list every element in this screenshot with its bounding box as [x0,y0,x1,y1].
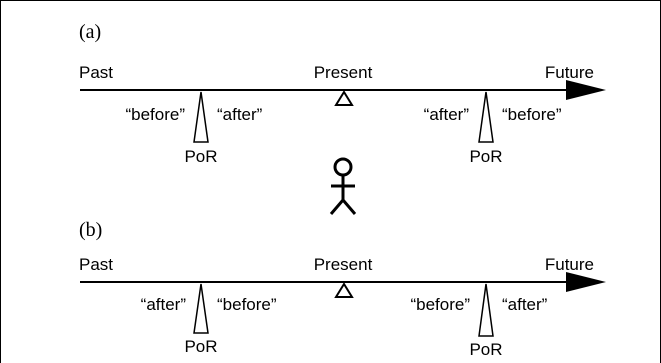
present-marker-a [334,90,354,106]
por-marker-b-left [193,283,209,334]
por-b-left-word-left: “after” [140,295,186,314]
por-b-right-word-left: “before” [410,295,470,314]
por-a-right-word-right: “before” [502,105,562,124]
future-arrowhead-b [566,272,606,292]
por-a-left-word-left: “before” [125,105,185,124]
por-a-left-label: PoR [184,147,218,166]
past-label-b: Past [79,255,114,274]
present-label-b: Present [313,255,373,274]
por-b-left-word-right: “before” [217,295,277,314]
future-arrowhead-a [566,80,606,100]
future-label-b: Future [544,255,594,274]
panel-label-b: (b) [79,219,103,241]
future-label-a: Future [544,63,594,82]
por-b-left-label: PoR [184,337,218,356]
present-marker-b [334,282,354,298]
por-a-right-label: PoR [469,147,503,166]
observer-icon [329,157,357,215]
por-b-right-label: PoR [469,340,503,359]
present-label-a: Present [313,63,373,82]
por-a-left-word-right: “after” [217,105,263,124]
por-a-right-word-left: “after” [423,105,469,124]
por-marker-a-right [478,91,494,143]
panel-label-a: (a) [79,21,102,43]
por-marker-a-left [193,91,209,143]
por-marker-b-right [478,283,494,337]
por-b-right-word-right: “after” [502,295,548,314]
past-label-a: Past [79,63,114,82]
